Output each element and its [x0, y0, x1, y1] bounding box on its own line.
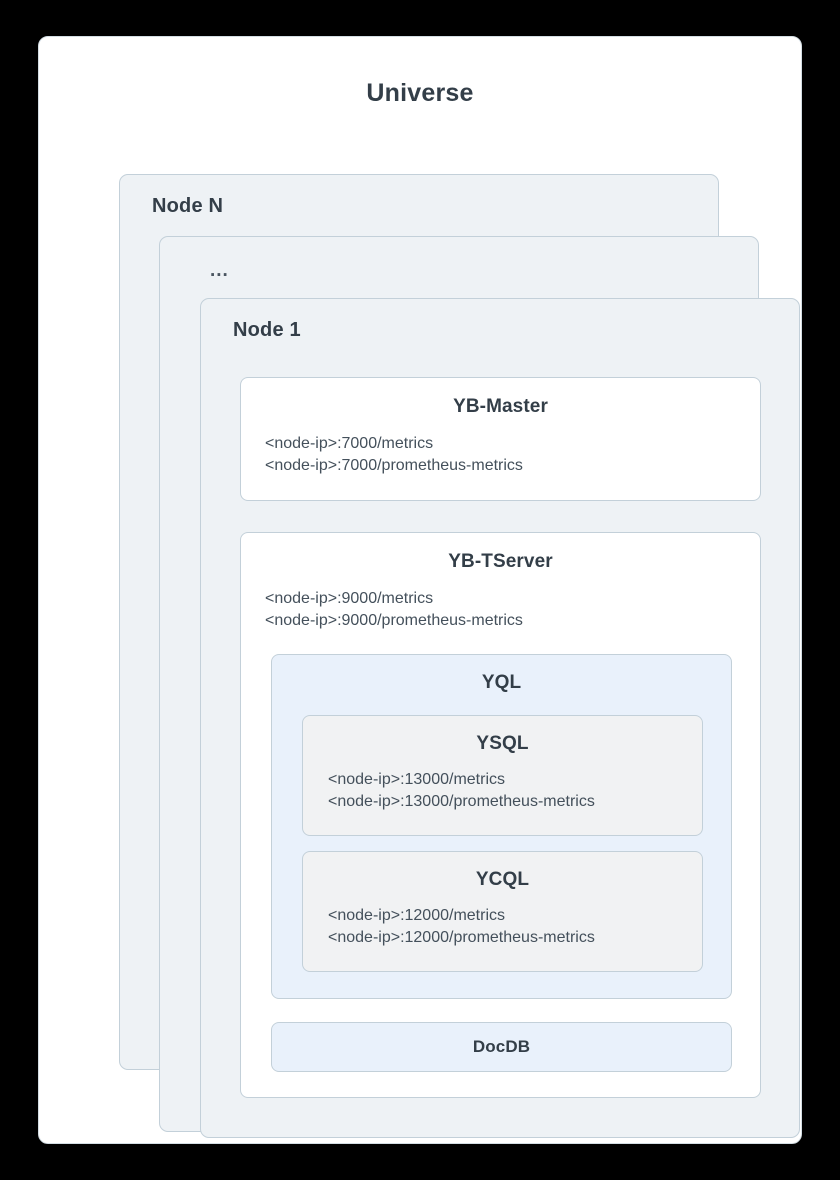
- yb-master-title: YB-Master: [453, 396, 548, 417]
- ysql-endpoints: <node-ip>:13000/metrics <node-ip>:13000/…: [328, 769, 702, 812]
- node-card-node-1: Node 1 YB-Master <node-ip>:7000/metrics …: [200, 298, 800, 1138]
- yb-tserver-endpoint-metrics: <node-ip>:9000/metrics: [265, 590, 434, 607]
- ycql-endpoint-prometheus: <node-ip>:12000/prometheus-metrics: [328, 928, 595, 946]
- yb-master-endpoint-prometheus: <node-ip>:7000/prometheus-metrics: [265, 456, 523, 474]
- yb-tserver-endpoints: <node-ip>:9000/metrics <node-ip>:9000/pr…: [265, 588, 760, 631]
- yb-master-endpoint-metrics: <node-ip>:7000/metrics: [265, 435, 434, 452]
- yb-master-box: YB-Master <node-ip>:7000/metrics <node-i…: [240, 377, 761, 501]
- universe-card: Universe Node N ... Node 1 YB-Master <no…: [38, 36, 802, 1144]
- node-1-label: Node 1: [233, 319, 301, 341]
- universe-title: Universe: [366, 79, 474, 107]
- ycql-endpoints: <node-ip>:12000/metrics <node-ip>:12000/…: [328, 905, 702, 948]
- yb-tserver-endpoint-prometheus: <node-ip>:9000/prometheus-metrics: [265, 611, 523, 629]
- ellipsis-icon: ...: [210, 260, 229, 281]
- yql-title: YQL: [481, 672, 522, 693]
- ycql-title: YCQL: [475, 869, 530, 890]
- yb-tserver-box: YB-TServer <node-ip>:9000/metrics <node-…: [240, 532, 761, 1098]
- ysql-endpoint-metrics: <node-ip>:13000/metrics: [328, 771, 505, 788]
- ysql-endpoint-prometheus: <node-ip>:13000/prometheus-metrics: [328, 792, 595, 810]
- node-n-label: Node N: [152, 195, 224, 217]
- ycql-endpoint-metrics: <node-ip>:12000/metrics: [328, 907, 505, 924]
- ysql-title: YSQL: [476, 733, 529, 754]
- docdb-title: DocDB: [472, 1037, 531, 1056]
- docdb-box: DocDB: [271, 1022, 732, 1072]
- yql-box: YQL YSQL <node-ip>:13000/metrics <node-i…: [271, 654, 732, 999]
- yb-master-endpoints: <node-ip>:7000/metrics <node-ip>:7000/pr…: [265, 433, 760, 476]
- ycql-box: YCQL <node-ip>:12000/metrics <node-ip>:1…: [302, 851, 703, 972]
- ysql-box: YSQL <node-ip>:13000/metrics <node-ip>:1…: [302, 715, 703, 836]
- yb-tserver-title: YB-TServer: [448, 551, 553, 572]
